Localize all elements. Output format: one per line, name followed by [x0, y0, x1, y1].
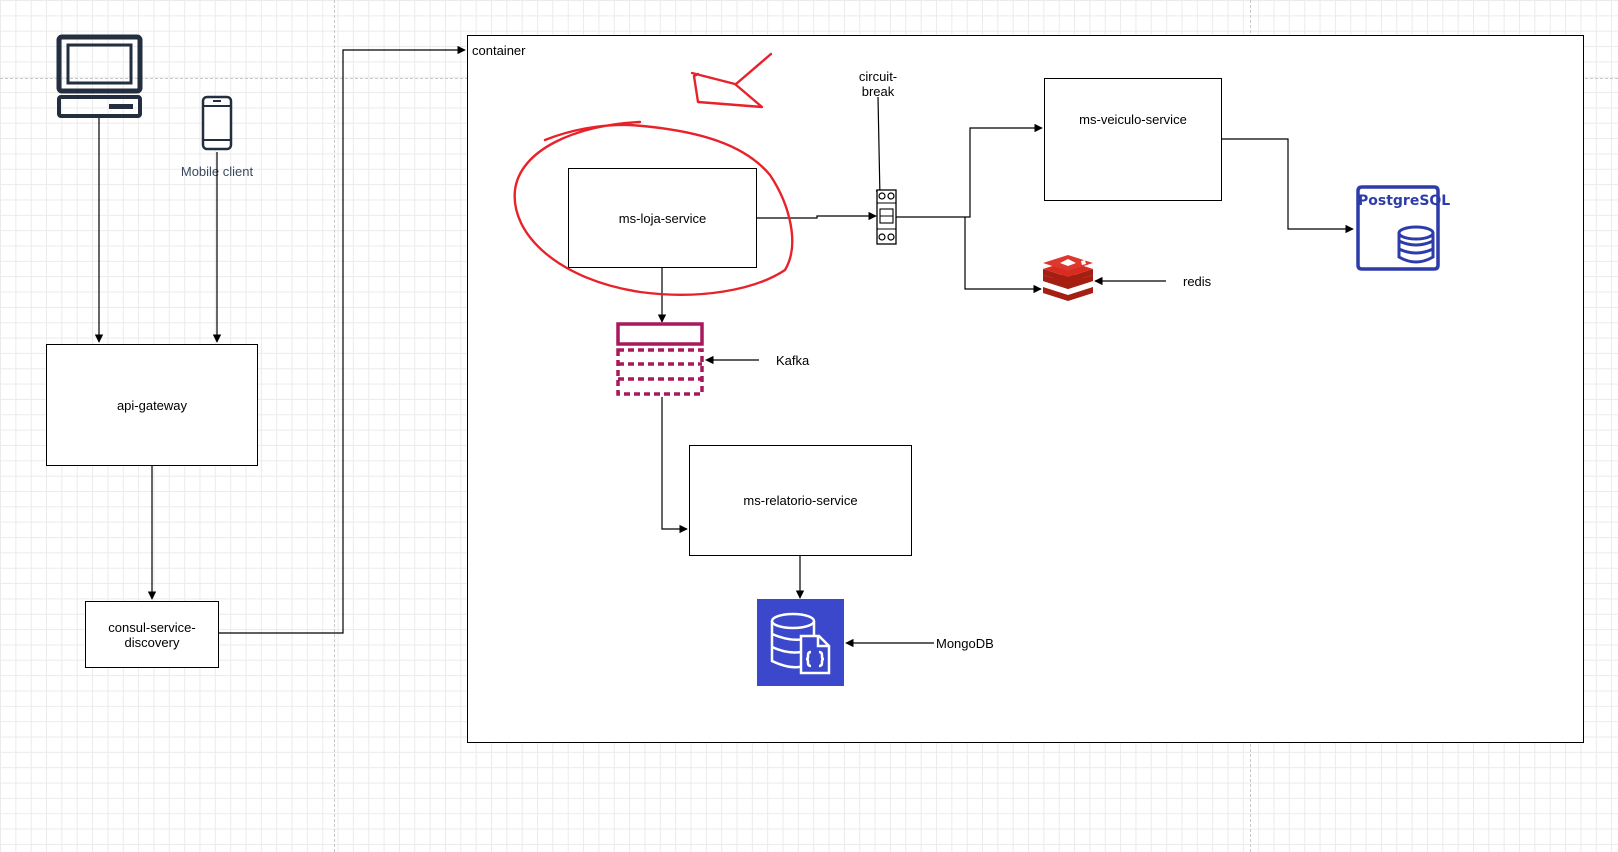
postgresql-logo-text: PostgreSQL	[1358, 193, 1451, 209]
connector-loja-to-circuit-breaker	[757, 211, 877, 221]
desktop-computer-icon	[56, 34, 143, 118]
ms-loja-service-node[interactable]: ms-loja-service	[568, 168, 757, 268]
redis-icon	[1043, 255, 1093, 301]
mongodb-database-icon	[757, 599, 844, 686]
consul-service-discovery-node[interactable]: consul-service-discovery	[85, 601, 219, 668]
circuit-breaker-icon	[876, 189, 897, 245]
ms-veiculo-service-label: ms-veiculo-service	[1079, 112, 1187, 127]
connector-circuit-breaker-to-redis	[964, 217, 1042, 294]
connector-circuit-label-to-breaker	[875, 96, 885, 199]
mongodb-label: MongoDB	[936, 636, 994, 651]
ms-relatorio-service-node[interactable]: ms-relatorio-service	[689, 445, 912, 556]
connector-circuit-breaker-to-veiculo	[896, 123, 1043, 218]
ms-veiculo-service-node[interactable]: ms-veiculo-service	[1044, 78, 1222, 201]
container-frame[interactable]	[467, 35, 1584, 743]
connector-kafka-to-relatorio	[661, 397, 688, 534]
circuit-break-label: circuit-break	[858, 69, 898, 99]
consul-service-discovery-label: consul-service-discovery	[108, 619, 196, 650]
api-gateway-label: api-gateway	[116, 397, 188, 413]
red-freehand-circle-annotation	[513, 120, 794, 296]
redis-label: redis	[1183, 274, 1212, 289]
kafka-queue-icon	[616, 322, 704, 396]
mobile-phone-icon	[201, 95, 233, 151]
ms-relatorio-service-label: ms-relatorio-service	[743, 493, 858, 508]
page-break-line	[334, 0, 335, 852]
ms-loja-service-label: ms-loja-service	[618, 210, 707, 226]
connector-consul-to-container	[219, 45, 466, 634]
postgresql-database-icon: PostgreSQL	[1354, 185, 1451, 271]
kafka-label: Kafka	[776, 353, 810, 368]
container-label: container	[472, 43, 526, 58]
api-gateway-node[interactable]: api-gateway	[46, 344, 258, 466]
connector-veiculo-to-postgres	[1222, 138, 1354, 234]
red-freehand-arrow-annotation	[690, 52, 773, 109]
